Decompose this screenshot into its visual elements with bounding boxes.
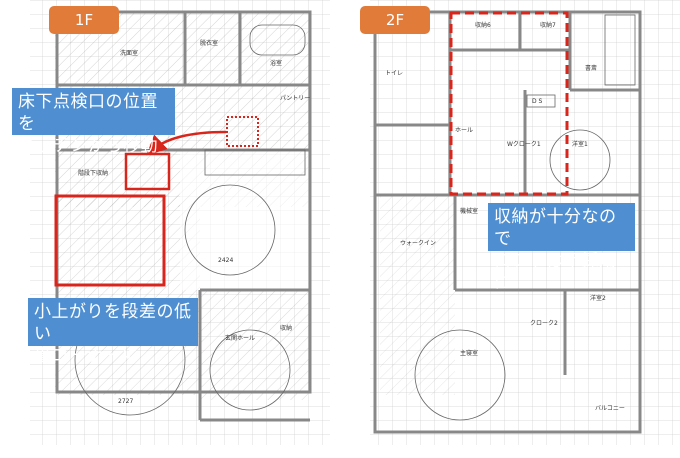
- inspection-hatch-old-position: [226, 116, 259, 147]
- room-label: 脱衣室: [200, 39, 218, 47]
- callout-tatami-corner: 小上がりを段差の低い 畳コーナーに: [28, 298, 198, 366]
- room-label: 主寝室: [460, 349, 478, 357]
- room-label: 機械室: [460, 207, 478, 215]
- room-label: 2424: [218, 257, 233, 264]
- tatami-corner-highlight: [54, 194, 166, 287]
- room-label: トイレ: [385, 70, 403, 77]
- callout-line: ロフトは不採用に: [494, 251, 617, 293]
- move-arrow: [146, 130, 227, 156]
- storage-area-highlight: [449, 11, 569, 196]
- room-label: 洋室1: [572, 140, 588, 148]
- room-label: 2727: [118, 398, 133, 405]
- callout-inspection-hatch: 床下点検口の位置を キッチンから移動: [12, 88, 175, 156]
- room-label: D S: [532, 98, 543, 105]
- room-label: Wクローク1: [507, 141, 541, 148]
- room-label: 玄関ホール: [225, 334, 255, 342]
- room-label: クローク2: [530, 320, 558, 327]
- room-label: 書斎: [585, 64, 597, 72]
- callout-line: 床下点検口の位置を: [18, 92, 158, 134]
- room-label: パントリー: [280, 95, 310, 102]
- room-label: 浴室: [270, 59, 282, 67]
- room-label: バルコニー: [595, 405, 625, 412]
- room-label: 収納7: [540, 21, 556, 29]
- room-label: 収納: [280, 324, 292, 332]
- room-label: ホール: [455, 127, 473, 134]
- room-label: ウォークイン: [400, 239, 436, 247]
- room-label: 洋室2: [590, 294, 606, 302]
- callout-line: 小上がりを段差の低い: [34, 302, 192, 344]
- room-label: 収納6: [475, 21, 491, 29]
- callout-line: キッチンから移動: [18, 136, 158, 156]
- callout-line: 収納が十分なので: [494, 207, 617, 249]
- inspection-hatch-new-position: [124, 152, 171, 191]
- callout-line: 畳コーナーに: [34, 346, 139, 366]
- room-label: 洗面室: [120, 49, 138, 57]
- floor-tag-2f: 2F: [360, 6, 430, 34]
- room-label: 階段下収納: [78, 169, 108, 177]
- floor-tag-1f: 1F: [49, 6, 119, 34]
- callout-loft: 収納が十分なので ロフトは不採用に: [488, 203, 635, 293]
